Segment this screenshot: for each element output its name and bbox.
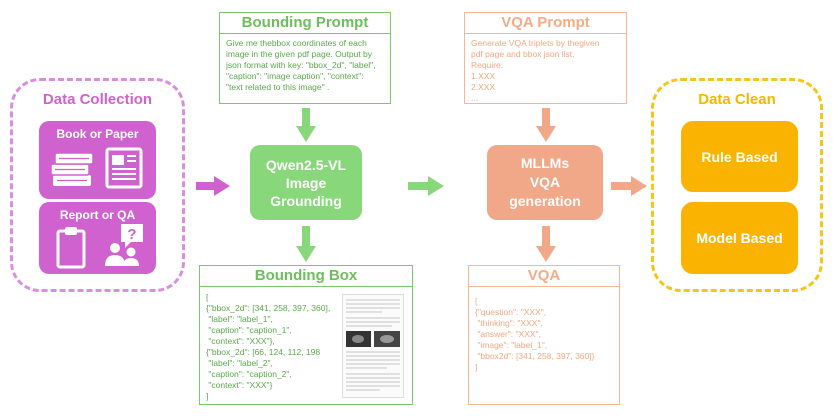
arrow-mllms-to-clean (611, 176, 647, 196)
mllms-vqa-generation-box: MLLMs VQA generation (487, 145, 603, 220)
bounding-prompt-title: Bounding Prompt (220, 13, 390, 34)
book-or-paper-label: Book or Paper (56, 127, 139, 141)
book-or-paper-card: Book or Paper (39, 121, 156, 199)
data-clean-title: Data Clean (698, 91, 776, 108)
grounding-line-1: Qwen2.5-VL (265, 156, 347, 173)
arrow-collection-to-grounding (196, 176, 230, 196)
data-collection-group: Data Collection Book or Paper Report or … (10, 78, 185, 292)
question-person-icon: ? (105, 224, 143, 266)
report-or-qa-card: Report or QA ? (39, 202, 156, 274)
mllms-line-3: generation (509, 193, 581, 209)
vqa-body: [ {"question": "XXX", "thinking": "XXX",… (475, 296, 595, 372)
vqa-prompt-body: Generate VQA triplets by thegiven pdf pa… (471, 38, 600, 103)
arrow-grounding-to-bbox (296, 226, 316, 262)
rule-based-box: Rule Based (681, 121, 798, 192)
grounding-line-3: Grounding (270, 192, 342, 209)
bounding-prompt-panel: Bounding Prompt Give me thebbox coordina… (219, 12, 391, 104)
bounding-prompt-body: Give me thebbox coordinates of each imag… (226, 38, 376, 92)
qwen-grounding-box: Qwen2.5-VL Image Grounding (250, 145, 362, 220)
svg-text:?: ? (127, 226, 136, 243)
pdf-page-thumbnail (342, 294, 404, 398)
newspaper-icon (105, 147, 143, 189)
vqa-title: VQA (469, 266, 619, 287)
bounding-box-title: Bounding Box (200, 266, 412, 287)
arrow-mllms-to-vqa (536, 226, 556, 262)
arrow-vqa-prompt-to-mllms (536, 108, 556, 142)
data-collection-title: Data Collection (42, 91, 153, 108)
clipboard-icon (56, 227, 86, 269)
mllms-line-2: VQA (529, 174, 561, 190)
vqa-prompt-title: VQA Prompt (465, 13, 626, 34)
mllms-line-1: MLLMs (520, 155, 570, 171)
books-icon (50, 152, 94, 186)
bounding-box-body: [ {"bbox_2d": [341, 258, 397, 360], "lab… (206, 292, 331, 401)
model-based-box: Model Based (681, 202, 798, 274)
data-clean-group: Data Clean Rule Based Model Based (651, 78, 823, 292)
report-or-qa-label: Report or QA (59, 208, 136, 222)
arrow-prompt-to-grounding (296, 108, 316, 142)
vqa-prompt-panel: VQA Prompt Generate VQA triplets by theg… (464, 12, 627, 104)
grounding-line-2: Image (285, 174, 327, 191)
arrow-grounding-to-mllms (408, 176, 444, 196)
vqa-panel: VQA [ {"question": "XXX", "thinking": "X… (468, 265, 620, 405)
bounding-box-panel: Bounding Box [ {"bbox_2d": [341, 258, 39… (199, 265, 413, 405)
